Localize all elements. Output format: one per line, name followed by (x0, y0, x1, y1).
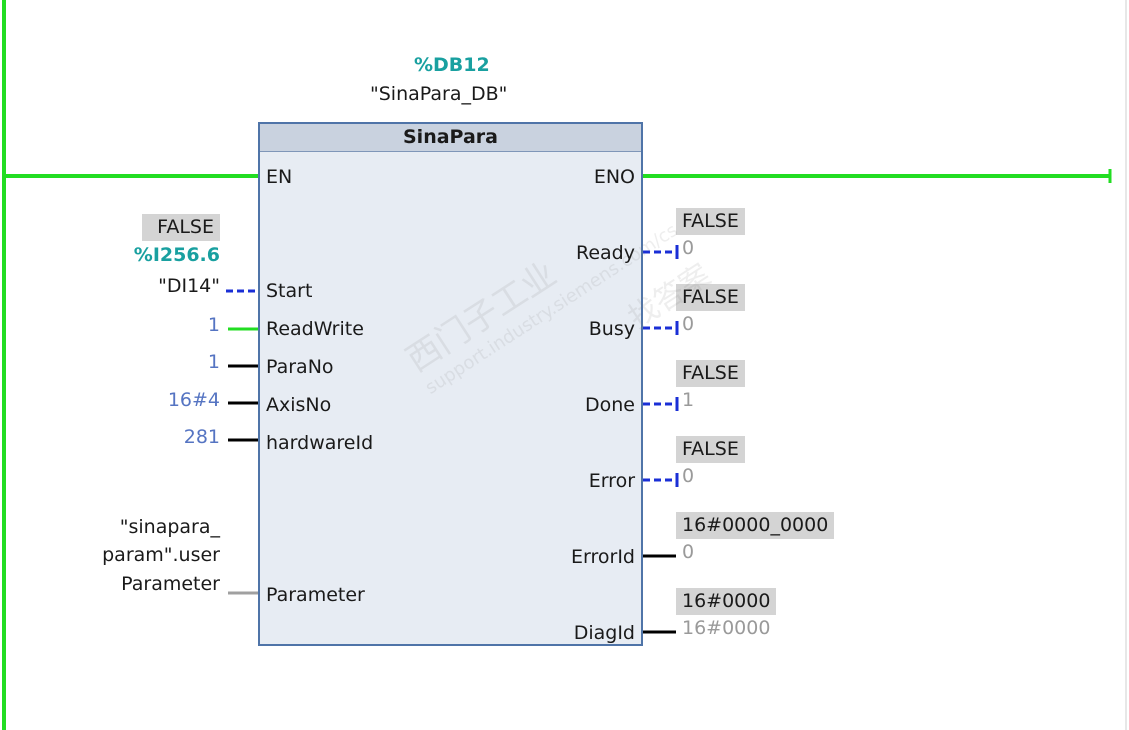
done-status: FALSE (676, 360, 745, 387)
pin-ready: Ready (576, 242, 635, 264)
pin-parameter: Parameter (266, 584, 365, 606)
start-address: %I256.6 (133, 244, 220, 266)
hardwareid-value[interactable]: 281 (183, 426, 220, 448)
pin-done: Done (585, 394, 635, 416)
pin-axisno: AxisNo (266, 394, 332, 416)
busy-value: 0 (682, 313, 695, 335)
diagid-value: 16#0000 (682, 617, 771, 639)
pin-parano: ParaNo (266, 356, 334, 378)
instance-db-name: "SinaPara_DB" (370, 83, 508, 105)
pin-diagid: DiagId (573, 622, 635, 644)
done-value: 1 (682, 389, 695, 411)
errorid-value: 0 (682, 541, 695, 563)
pin-eno: ENO (593, 166, 635, 188)
pin-readwrite: ReadWrite (266, 318, 364, 340)
start-status-value: FALSE (142, 214, 220, 241)
block-title: SinaPara (260, 124, 641, 152)
pin-start: Start (266, 280, 313, 302)
parameter-operand-line3[interactable]: Parameter (121, 573, 220, 595)
error-value: 0 (682, 465, 695, 487)
error-status: FALSE (676, 436, 745, 463)
pin-hardwareid: hardwareId (266, 432, 374, 454)
pin-en: EN (266, 166, 293, 188)
ready-status: FALSE (676, 208, 745, 235)
axisno-value[interactable]: 16#4 (167, 389, 220, 411)
parameter-operand-line2[interactable]: param".user (102, 544, 220, 566)
instance-db-address: %DB12 (414, 54, 490, 76)
pin-errorid: ErrorId (571, 546, 635, 568)
readwrite-value[interactable]: 1 (207, 314, 220, 336)
pin-busy: Busy (588, 318, 635, 340)
busy-status: FALSE (676, 284, 745, 311)
pin-error: Error (588, 470, 635, 492)
parano-value[interactable]: 1 (207, 351, 220, 373)
start-tag[interactable]: "DI14" (158, 275, 220, 297)
ready-value: 0 (682, 237, 695, 259)
errorid-status: 16#0000_0000 (676, 512, 835, 539)
sinapara-function-block[interactable]: SinaPara EN Start ReadWrite ParaNo AxisN… (258, 122, 643, 646)
parameter-operand-line1[interactable]: "sinapara_ (119, 516, 220, 538)
diagid-status: 16#0000 (676, 588, 777, 615)
